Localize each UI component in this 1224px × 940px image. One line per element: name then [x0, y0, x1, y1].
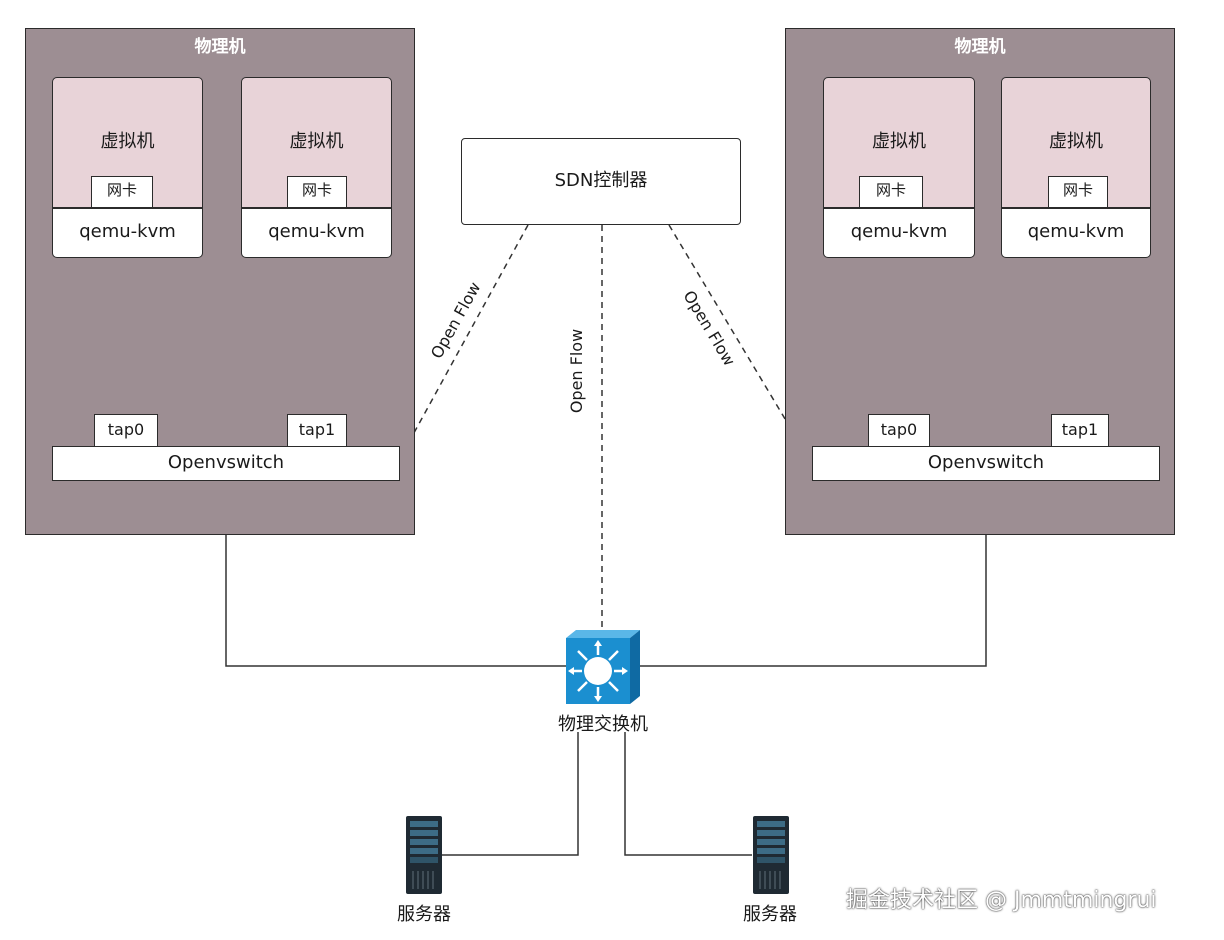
vm-label: 虚拟机: [100, 131, 155, 152]
vm-label: 虚拟机: [289, 131, 344, 152]
vm-box: 虚拟机: [1001, 77, 1151, 208]
host-title: 物理机: [954, 37, 1006, 57]
watermark: 掘金技术社区 @ Jmmtmingrui: [846, 888, 1157, 913]
openvswitch-bar: Openvswitch: [812, 446, 1160, 481]
host-title: 物理机: [194, 37, 246, 57]
openflow-link-left: [397, 224, 529, 463]
link-switch-server-left: [440, 732, 579, 856]
nic-box: 网卡: [91, 176, 153, 208]
server-label: 服务器: [397, 904, 451, 925]
server-rack-icon: [405, 815, 443, 895]
link-ovs-left-switch: [225, 480, 566, 667]
nic-box: 网卡: [287, 176, 347, 208]
qemu-kvm-box: qemu-kvm: [241, 208, 392, 258]
link-ovs-right-switch: [640, 480, 987, 667]
server-rack-icon: [752, 815, 790, 895]
nic-box: 网卡: [859, 176, 923, 208]
openflow-label-center: Open Flow: [567, 328, 586, 414]
network-switch-icon: [564, 628, 642, 706]
sdn-controller-box: SDN控制器: [461, 138, 741, 225]
nic-box: 网卡: [1048, 176, 1108, 208]
server-label: 服务器: [743, 904, 797, 925]
tap-interface: tap0: [868, 414, 930, 448]
openvswitch-bar: Openvswitch: [52, 446, 400, 481]
vm-label: 虚拟机: [1049, 131, 1103, 152]
qemu-kvm-box: qemu-kvm: [1001, 208, 1151, 258]
physical-switch-label: 物理交换机: [558, 714, 648, 735]
qemu-kvm-box: qemu-kvm: [52, 208, 203, 258]
qemu-kvm-box: qemu-kvm: [823, 208, 975, 258]
tap-interface: tap1: [287, 414, 347, 448]
link-switch-server-right: [624, 732, 752, 856]
vm-label: 虚拟机: [872, 131, 926, 152]
tap-interface: tap0: [94, 414, 158, 448]
vm-box: 虚拟机: [52, 77, 203, 208]
tap-interface: tap1: [1051, 414, 1109, 448]
